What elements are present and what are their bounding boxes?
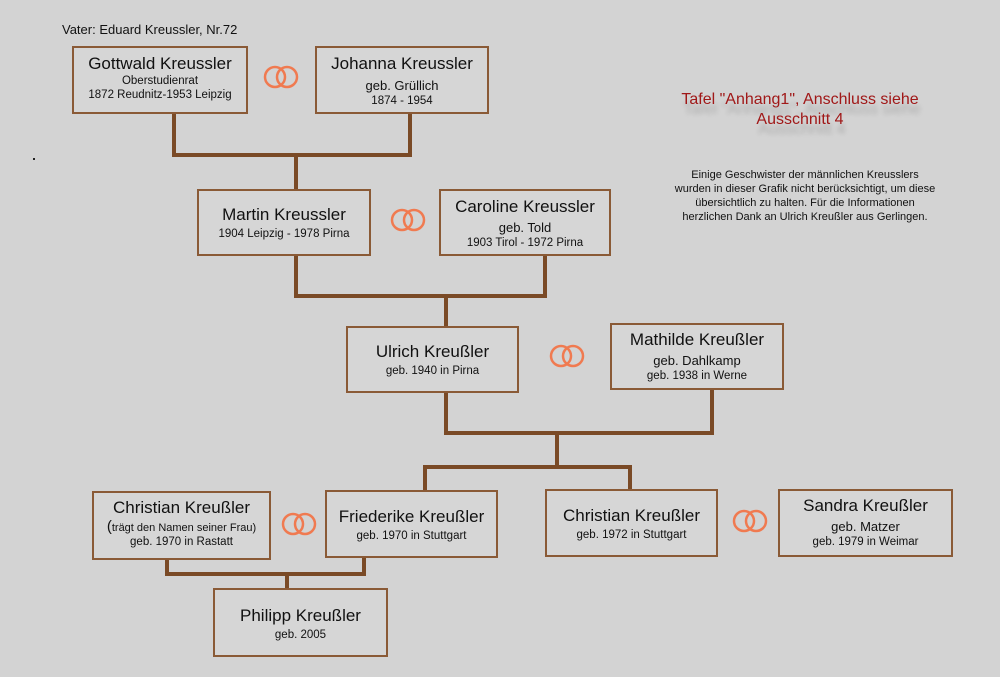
person-name: Friederike Kreußler [338,507,485,526]
person-dates: 1903 Tirol - 1972 Pirna [466,237,584,249]
note-text: trägt den Namen seiner Frau) [111,522,257,534]
person-friederike[interactable]: Friederike Kreußler geb. 1970 in Stuttga… [325,490,498,558]
person-dates: geb. 1938 in Werne [646,370,748,382]
person-name: Mathilde Kreußler [629,330,765,349]
line-gen4 [423,465,632,494]
person-dates: 1872 Reudnitz-1953 Leipzig [88,89,232,101]
line-gen1 [172,111,412,157]
note-line-2: wurden in dieser Grafik nicht berücksich… [674,183,936,195]
person-christian-2[interactable]: Christian Kreußler geb. 1972 in Stuttgar… [545,489,718,557]
person-name: Gottwald Kreussler [88,54,232,73]
person-note: (trägt den Namen seiner Frau) [94,518,269,535]
person-name: Christian Kreußler [113,498,250,517]
wedding-rings-icon [390,208,426,232]
note-line-1: Einige Geschwister der männlichen Kreuss… [691,169,919,181]
person-dates: geb. 2005 [274,629,327,641]
person-ulrich[interactable]: Ulrich Kreußler geb. 1940 in Pirna [346,326,519,393]
line-gen4b [165,555,366,576]
person-dates: geb. 1970 in Stuttgart [356,530,467,542]
person-dates: geb. 1940 in Pirna [385,365,480,377]
person-name: Ulrich Kreußler [375,342,490,361]
tafel-reference: Tafel "Anhang1", Anschluss siehe Ausschn… [630,90,970,130]
paren-open: ( [106,518,112,535]
person-dates: geb. 1972 in Stuttgart [576,529,687,541]
tafel-line-2: Ausschnitt 4 [756,111,844,128]
person-maiden: geb. Grüllich [365,78,439,93]
person-dates: geb. 1979 in Weimar [812,536,919,548]
line-gen3 [444,388,714,435]
person-name: Sandra Kreußler [803,496,928,515]
person-johanna[interactable]: Johanna Kreussler geb. Grüllich 1874 - 1… [315,46,489,114]
person-philipp[interactable]: Philipp Kreußler geb. 2005 [213,588,388,657]
person-christian-1[interactable]: Christian Kreußler (trägt den Namen sein… [92,491,271,560]
person-name: Martin Kreussler [222,205,346,224]
person-mathilde[interactable]: Mathilde Kreußler geb. Dahlkamp geb. 193… [610,323,784,390]
person-maiden: geb. Told [498,220,552,235]
person-maiden: geb. Matzer [831,519,900,534]
person-sandra[interactable]: Sandra Kreußler geb. Matzer geb. 1979 in… [778,489,953,557]
person-gottwald[interactable]: Gottwald Kreussler Oberstudienrat 1872 R… [72,46,248,114]
info-note: Einige Geschwister der männlichen Kreuss… [640,168,970,224]
tafel-line-1: Tafel "Anhang1", Anschluss siehe [681,91,919,108]
person-maiden: geb. Dahlkamp [653,353,741,368]
person-caroline[interactable]: Caroline Kreussler geb. Told 1903 Tirol … [439,189,611,256]
note-line-3: übersichtlich zu halten. Für die Informa… [695,197,915,209]
person-martin[interactable]: Martin Kreussler 1904 Leipzig - 1978 Pir… [197,189,371,256]
father-label: Vater: Eduard Kreussler, Nr.72 [62,22,238,37]
stray-dot [33,158,35,160]
wedding-rings-icon [549,344,585,368]
person-dates: 1904 Leipzig - 1978 Pirna [218,228,350,240]
person-title: Oberstudienrat [121,75,199,87]
wedding-rings-icon [263,65,299,89]
wedding-rings-icon [732,509,768,533]
person-dates: geb. 1970 in Rastatt [130,536,233,548]
line-gen2 [294,253,547,298]
person-name: Christian Kreußler [563,506,700,525]
wedding-rings-icon [281,512,317,536]
person-name: Philipp Kreußler [240,606,361,625]
person-name: Johanna Kreussler [331,54,473,73]
person-name: Caroline Kreussler [455,197,595,216]
person-dates: 1874 - 1954 [371,95,433,107]
note-line-4: herzlichen Dank an Ulrich Kreußler aus G… [682,211,928,223]
